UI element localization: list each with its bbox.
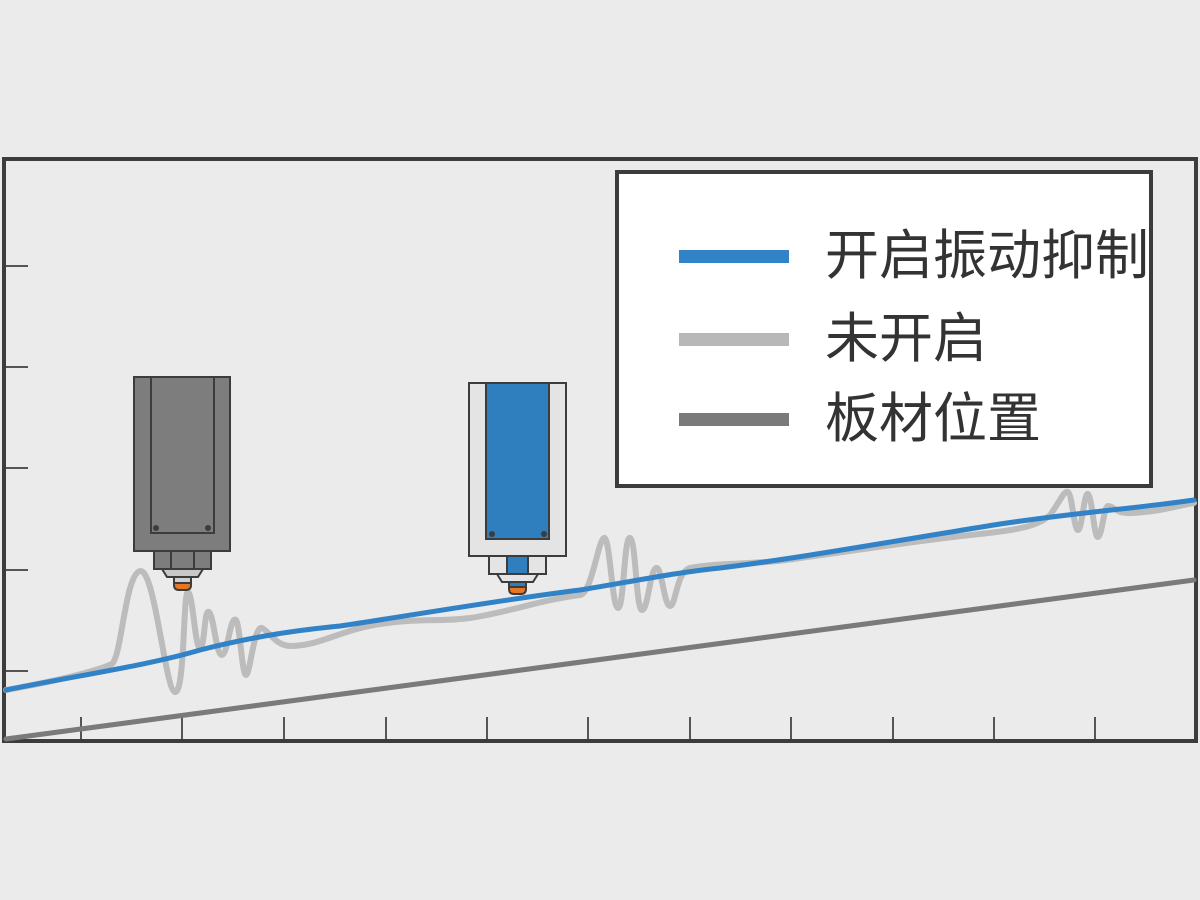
legend-swatch-dark-gray bbox=[679, 412, 789, 426]
y-axis-ticks bbox=[6, 265, 28, 672]
no-suppression-line bbox=[3, 488, 1197, 696]
legend-label: 板材位置 bbox=[825, 387, 1041, 450]
x-axis-ticks bbox=[80, 717, 1096, 739]
legend-swatch-blue bbox=[679, 249, 789, 263]
legend-item-plate-position: 板材位置 bbox=[679, 389, 1041, 449]
head-without-suppression-icon bbox=[133, 376, 231, 591]
legend: 开启振动抑制 未开启 板材位置 bbox=[615, 170, 1153, 488]
legend-label: 未开启 bbox=[825, 307, 987, 370]
legend-item-suppression-on: 开启振动抑制 bbox=[679, 226, 1149, 286]
head-with-suppression-icon bbox=[468, 382, 567, 595]
legend-swatch-light-gray bbox=[679, 332, 789, 346]
legend-label: 开启振动抑制 bbox=[825, 224, 1149, 287]
plate-position-line bbox=[3, 577, 1197, 742]
suppression-on-line bbox=[3, 497, 1197, 693]
legend-item-suppression-off: 未开启 bbox=[679, 309, 987, 369]
